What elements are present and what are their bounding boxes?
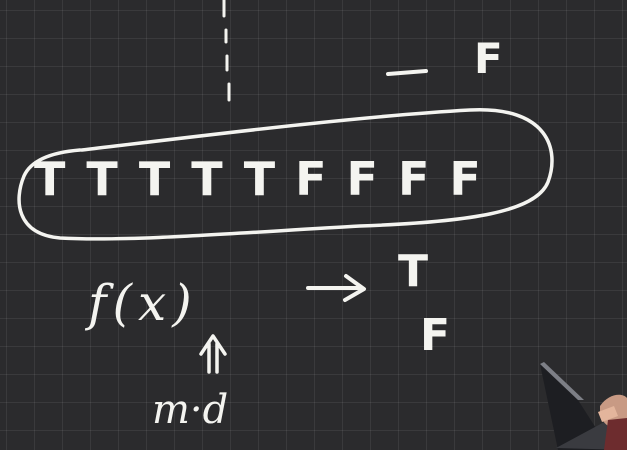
dotted-vertical-line	[222, 0, 231, 102]
dash-stroke	[386, 69, 428, 76]
double-up-arrow	[199, 334, 227, 374]
function-expression: f(x)	[88, 274, 198, 332]
right-arrow	[306, 274, 366, 302]
output-false-label: F	[420, 310, 451, 361]
output-true-label: T	[398, 246, 429, 297]
midpoint-label: m·d	[152, 387, 229, 433]
top-f-label: F	[474, 34, 503, 83]
hand-drawn-ellipse	[17, 108, 554, 241]
truth-sequence: TTTTTFFFF	[34, 152, 501, 206]
presenter-laptop-image	[540, 362, 627, 450]
